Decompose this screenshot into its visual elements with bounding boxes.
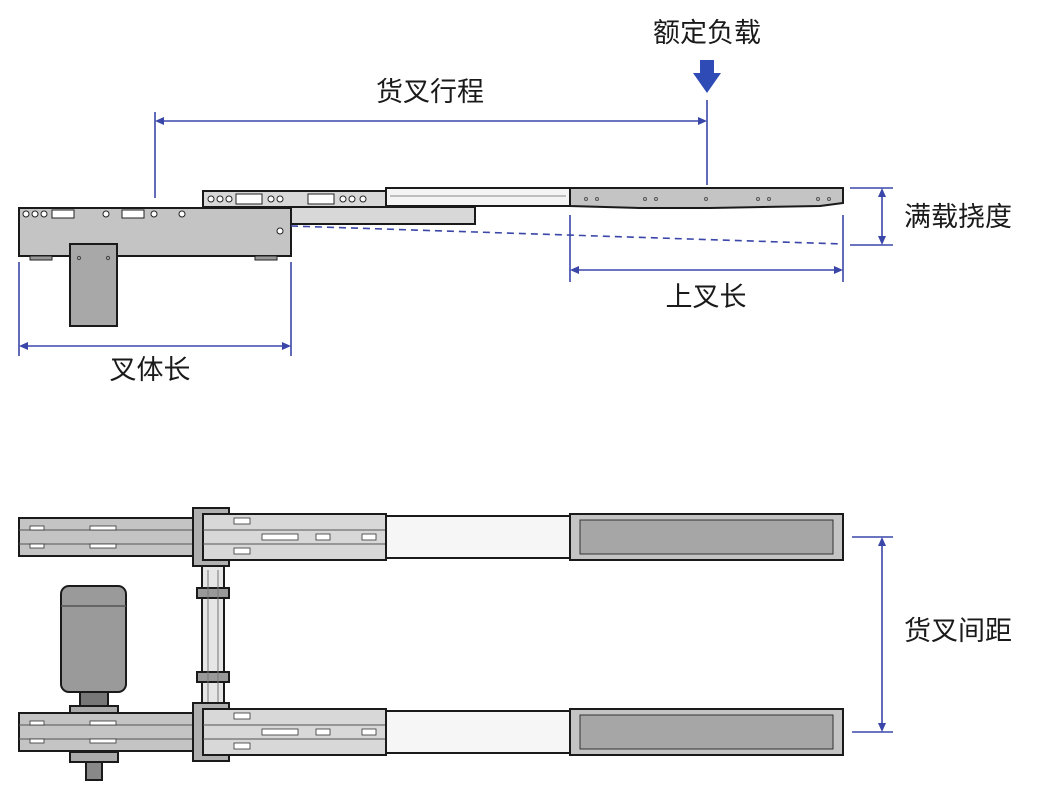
fork-body-length-label: 叉体长: [110, 355, 191, 386]
down-arrow-icon: [693, 60, 721, 93]
upper-fork-length-label: 上叉长: [666, 282, 747, 313]
fork-assembly-1: [18, 507, 844, 567]
middle-fork-tube: [385, 187, 571, 207]
deflection-reference-line: [290, 225, 844, 245]
rated-load-label: 额定负载: [653, 18, 761, 49]
upper-fork-holes: [584, 197, 831, 201]
motor-shaft: [85, 761, 103, 781]
fork-assembly-2: [18, 702, 844, 762]
motor-coupling: [79, 691, 109, 707]
motor: [60, 585, 127, 693]
fork-body-length-dimension: [18, 262, 292, 356]
fork-spacing-label: 货叉间距: [904, 616, 1012, 647]
fork-stroke-dimension: [154, 100, 708, 198]
top-view: 货叉间距: [18, 507, 1012, 781]
fork-stroke-label: 货叉行程: [376, 77, 484, 108]
full-load-deflection-label: 满载挠度: [904, 202, 1012, 233]
fork-body-fittings: [22, 209, 284, 261]
deflection-dimension: [850, 187, 893, 246]
upper-fork-length-dimension: [569, 215, 844, 282]
drive-bracket: [69, 243, 118, 327]
fork-spacing-dimension: [852, 536, 893, 733]
side-view: 额定负载 货叉行程: [18, 18, 1012, 386]
